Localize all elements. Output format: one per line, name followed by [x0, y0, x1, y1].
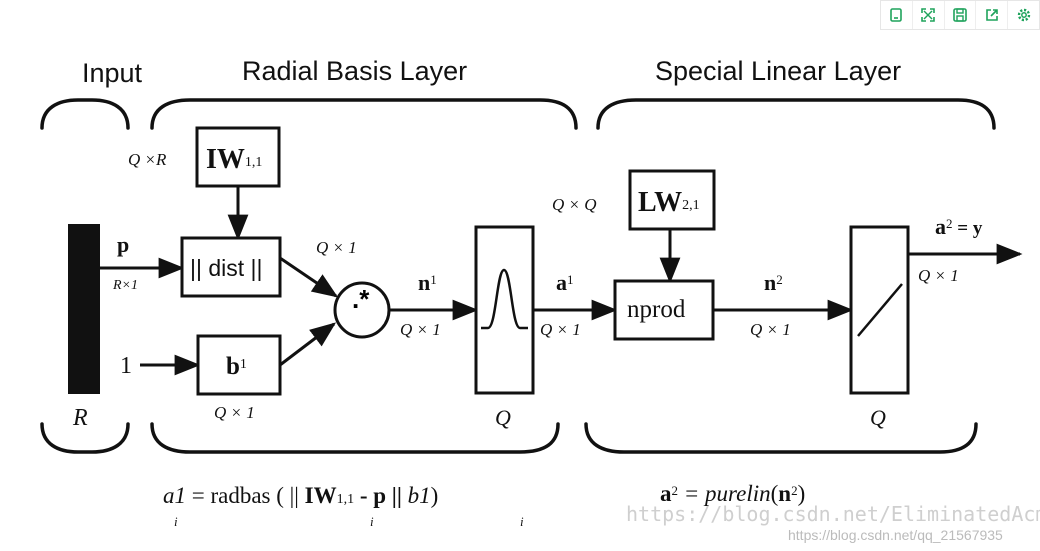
- equation-radbas: a1 = radbas ( || IW1,1 - p || b1): [163, 483, 438, 508]
- iw-weight-box: [195, 126, 281, 188]
- save-icon: [953, 8, 967, 22]
- brace-top-linear: [596, 98, 996, 130]
- output-dimension-label: Q × 1: [918, 266, 959, 285]
- save-button[interactable]: [943, 1, 976, 29]
- fullscreen-button[interactable]: [911, 1, 944, 29]
- linear-slope-icon: [857, 283, 903, 337]
- watermark-line-1: https://blog.csdn.net/EliminatedAcmer: [626, 502, 1040, 526]
- equation-purelin: a2 = purelin(n2): [660, 481, 805, 506]
- image-toolbar: [880, 0, 1040, 30]
- input-signal-label: p: [117, 232, 129, 257]
- input-vector-bar: [68, 224, 100, 394]
- watermark-line-2: https://blog.csdn.net/qq_21567935: [788, 527, 1003, 543]
- a1-label: a1: [556, 270, 574, 295]
- copy-button[interactable]: [881, 1, 912, 29]
- multiply-symbol: .*: [352, 284, 370, 314]
- brace-top-input: [40, 98, 130, 130]
- bias-label: b1: [226, 353, 247, 380]
- equation-subscript-a: i: [174, 514, 178, 529]
- settings-icon: [1017, 8, 1030, 22]
- share-icon: [985, 9, 998, 21]
- share-button[interactable]: [975, 1, 1007, 29]
- n2-dimension-label: Q × 1: [750, 320, 791, 339]
- lw-dimension-label: Q × Q: [552, 195, 597, 214]
- brace-bottom-input: [40, 422, 130, 454]
- iw-dimension-label: Q ×R: [128, 150, 167, 169]
- nprod-box: [613, 279, 715, 341]
- lw-weight-label: LW2,1: [638, 187, 700, 218]
- bias-input-label: 1: [120, 353, 132, 379]
- bias-dimension-label: Q × 1: [214, 403, 255, 422]
- a1-dimension-label: Q × 1: [540, 320, 581, 339]
- input-dimension-label: R: [72, 405, 88, 431]
- output-label: a2 = y: [935, 214, 983, 239]
- radbas-transfer-box: [474, 225, 535, 395]
- nprod-label: nprod: [627, 296, 686, 323]
- brace-top-radial: [150, 98, 578, 130]
- section-title-radial-basis: Radial Basis Layer: [242, 56, 467, 86]
- input-signal-dim: R×1: [112, 278, 138, 293]
- gaussian-curve-icon: [481, 268, 528, 330]
- equation-subscript-b: i: [520, 514, 524, 529]
- brace-bottom-radial: [150, 422, 560, 454]
- radbas-q-label: Q: [495, 405, 511, 430]
- section-title-input: Input: [82, 58, 143, 88]
- dist-label: || dist ||: [190, 255, 262, 281]
- arrow-dist-to-mult: [279, 256, 339, 298]
- fullscreen-icon: [921, 8, 935, 22]
- dist-output-dim: Q × 1: [316, 238, 357, 257]
- dist-box: [180, 236, 282, 298]
- settings-button[interactable]: [1007, 1, 1039, 29]
- copy-icon: [890, 8, 903, 22]
- purelin-q-label: Q: [870, 405, 886, 430]
- n1-label: n1: [418, 270, 437, 295]
- n1-dimension-label: Q × 1: [400, 320, 441, 339]
- equation-subscript-iw: i: [370, 514, 374, 529]
- section-title-special-linear: Special Linear Layer: [655, 56, 901, 86]
- brace-bottom-linear: [584, 422, 978, 454]
- lw-weight-box: [628, 169, 716, 231]
- n2-label: n2: [764, 270, 783, 295]
- arrow-bias-to-mult: [279, 322, 337, 367]
- iw-weight-label: IW1,1: [206, 144, 262, 175]
